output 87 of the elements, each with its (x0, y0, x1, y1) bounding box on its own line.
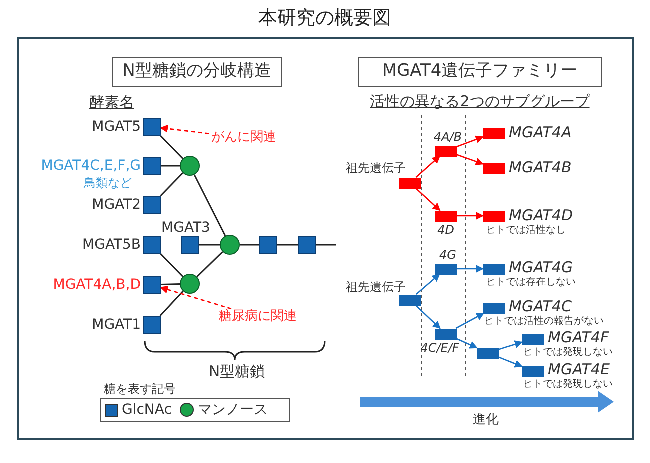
gene-bar (399, 294, 421, 306)
linkage-line (196, 251, 224, 278)
gene-name: MGAT4D (509, 208, 573, 224)
gene-note: ヒトでは活性の報告がない (484, 317, 604, 327)
glcnac-square (143, 276, 161, 294)
leader-line (160, 124, 210, 134)
gene-bar (435, 264, 457, 274)
gene-bar (483, 162, 505, 174)
glcnac-square (143, 196, 161, 214)
enzyme-name: MGAT4A,B,D (53, 278, 141, 292)
gene-bar (483, 302, 505, 314)
annotation-text: がんに関連 (209, 130, 279, 146)
gene-bar (435, 210, 457, 222)
brace-label: N型糖鎖 (208, 364, 266, 380)
gene-bar (522, 334, 544, 344)
gene-bar (435, 328, 457, 340)
arrow (456, 136, 484, 148)
linkage-line (316, 244, 336, 246)
linkage-line (160, 172, 184, 197)
legend-text: GlcNAc (122, 400, 172, 420)
enzyme-name: MGAT3 (162, 221, 210, 235)
enzyme-name: MGAT1 (92, 318, 141, 332)
linkage-line (160, 253, 184, 278)
arrow (416, 274, 440, 295)
leader-line (160, 286, 232, 310)
gene-bar (483, 264, 505, 274)
linkage-line (161, 165, 180, 167)
linkage-line (160, 290, 184, 317)
arrow (498, 356, 523, 368)
gene-note: ヒトでは存在しない (486, 278, 576, 288)
linkage-line (199, 244, 220, 246)
arrow (456, 154, 484, 166)
gene-name: MGAT4F (548, 330, 610, 346)
glcnac-square (143, 157, 161, 175)
enzyme-name: MGAT5B (82, 238, 141, 252)
heading-box: MGAT4遺伝子ファミリー (358, 57, 602, 87)
subgroup-label: 4C/E/F (420, 342, 460, 354)
subheading: 活性の異なる2つのサブグループ (370, 94, 590, 110)
gene-bar (483, 128, 505, 138)
arrow (415, 305, 441, 330)
arrow (498, 340, 523, 350)
glcnac-square (298, 236, 316, 254)
gene-name: MGAT4G (509, 260, 574, 276)
linkage-line (277, 244, 298, 246)
gene-name: MGAT4B (509, 160, 572, 176)
linkage-line (160, 135, 184, 160)
glcnac-square (143, 236, 161, 254)
legend-text: マンノース (198, 400, 268, 420)
axis-label: 進化 (473, 414, 499, 426)
species-note: 鳥類など (84, 177, 132, 189)
gene-name: MGAT4E (548, 362, 610, 378)
diagram-title: 本研究の概要図 (258, 6, 392, 31)
glcnac-square (181, 236, 199, 254)
arrow (416, 188, 441, 212)
gene-note: ヒトでは発現しない (523, 380, 613, 390)
enzyme-name: MGAT5 (92, 120, 141, 134)
arrow (457, 265, 484, 273)
enzyme-name: MGAT2 (92, 198, 141, 212)
linkage-line (194, 174, 226, 236)
gene-bar (477, 348, 499, 358)
gene-name: MGAT4C (509, 300, 572, 314)
arrow (457, 212, 484, 220)
subgroup-label: 4D (438, 224, 454, 236)
subgroup-label: 4G (440, 249, 456, 261)
arrow (456, 338, 478, 349)
linkage-line (240, 244, 259, 246)
linkage-line (160, 284, 180, 286)
gene-note: ヒトでは活性なし (486, 226, 566, 236)
gene-bar (399, 178, 421, 188)
gene-name: MGAT4A (509, 126, 572, 140)
gene-bar (435, 146, 457, 156)
glcnac-square (143, 118, 161, 136)
gene-note: ヒトでは発現しない (523, 348, 613, 358)
enzyme-name: MGAT4C,E,F,G (41, 159, 141, 173)
gene-label: 祖先遺伝子 (346, 281, 406, 293)
gene-bar (522, 366, 544, 376)
arrow (456, 312, 485, 330)
arrow (416, 156, 441, 178)
column-heading: 酵素名 (90, 96, 134, 110)
annotation-text: 糖尿病に関連 (210, 309, 306, 325)
gene-bar (483, 210, 505, 222)
subgroup-label: 4A/B (434, 131, 462, 143)
heading-box: N型糖鎖の分岐構造 (112, 57, 282, 87)
gene-label: 祖先遺伝子 (346, 162, 406, 174)
glcnac-square (259, 236, 277, 254)
legend-title: 糖を表す記号 (104, 383, 176, 395)
glcnac-square (143, 316, 161, 334)
